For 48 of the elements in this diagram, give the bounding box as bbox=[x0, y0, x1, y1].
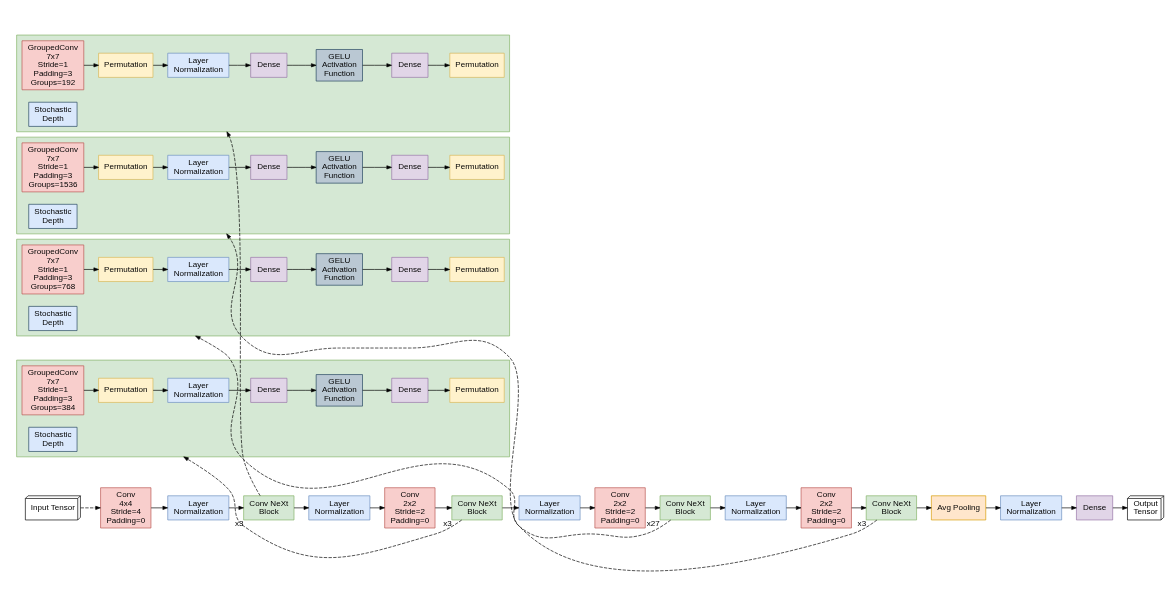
arrow bbox=[579, 505, 596, 510]
arrow bbox=[362, 62, 392, 67]
arrow bbox=[83, 164, 99, 169]
arrow bbox=[427, 266, 450, 271]
arrow bbox=[195, 335, 671, 538]
arrow bbox=[150, 505, 168, 510]
arrow bbox=[434, 505, 453, 510]
arrow bbox=[502, 505, 520, 510]
arrow bbox=[286, 62, 317, 67]
arrow bbox=[152, 164, 168, 169]
arrow bbox=[985, 505, 1001, 510]
arrow bbox=[286, 164, 317, 169]
arrow bbox=[286, 387, 317, 392]
arrow bbox=[369, 505, 385, 510]
arrow bbox=[83, 266, 99, 271]
cluster bbox=[16, 359, 510, 457]
arrow bbox=[226, 233, 878, 571]
arrow bbox=[228, 505, 244, 510]
arrow bbox=[851, 505, 867, 510]
arrow bbox=[427, 387, 450, 392]
arrow bbox=[152, 387, 168, 392]
arrow bbox=[1112, 505, 1128, 510]
cluster bbox=[16, 136, 510, 234]
cluster bbox=[16, 238, 510, 336]
arrow bbox=[286, 266, 317, 271]
arrow bbox=[710, 505, 726, 510]
arrow bbox=[226, 130, 261, 496]
arrow bbox=[916, 505, 932, 510]
arrow bbox=[228, 164, 251, 169]
arrow bbox=[228, 62, 251, 67]
arrow bbox=[645, 505, 661, 510]
arrow bbox=[83, 387, 99, 392]
arrow bbox=[786, 505, 802, 510]
arrow bbox=[362, 387, 392, 392]
arrow bbox=[228, 266, 251, 271]
arrow bbox=[183, 456, 462, 558]
arrow bbox=[152, 266, 168, 271]
arrow bbox=[80, 505, 101, 510]
cluster bbox=[16, 34, 510, 132]
arrow bbox=[293, 505, 310, 510]
arrow bbox=[362, 266, 392, 271]
arrow bbox=[427, 62, 450, 67]
arrow bbox=[427, 164, 450, 169]
arrow bbox=[1061, 505, 1077, 510]
arrow bbox=[83, 62, 99, 67]
arrow bbox=[228, 387, 251, 392]
arrow bbox=[362, 164, 392, 169]
arrow bbox=[152, 62, 168, 67]
